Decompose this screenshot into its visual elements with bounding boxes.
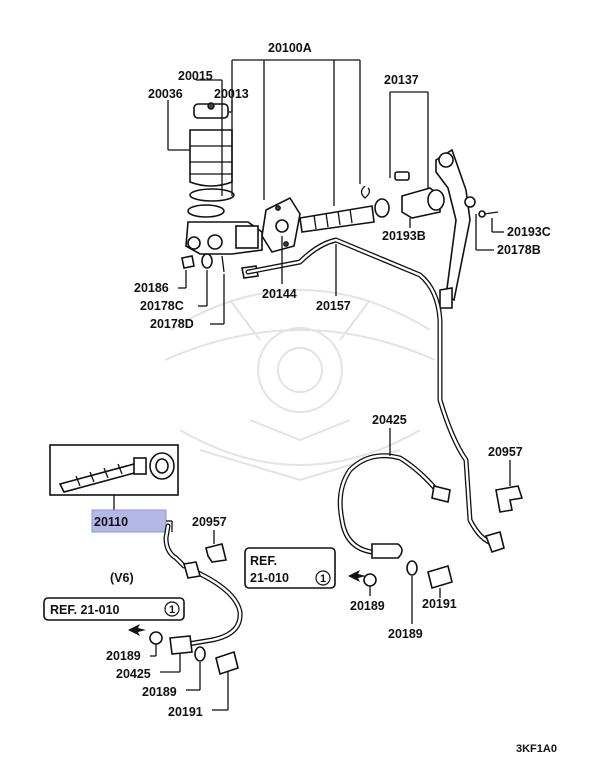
label-20193C: 20193C [507,225,551,239]
label-20186: 20186 [134,281,169,295]
label-20425-bottom: 20425 [116,667,151,681]
ref-right-line1: REF. [250,554,277,568]
label-20100A: 20100A [268,41,312,55]
diagram-code: 3KF1A0 [516,743,557,755]
label-20110: 20110 [94,515,128,529]
label-20015: 20015 [178,69,213,83]
clutch-tube-20157 [245,237,505,554]
part-labels: 20100A 20015 20036 20013 20137 20193C 20… [94,41,551,719]
arrow-left-ref [128,624,146,636]
label-20189-b: 20189 [388,627,423,641]
label-20157: 20157 [316,299,351,313]
label-20957-right: 20957 [488,445,523,459]
label-20178B: 20178B [497,243,541,257]
ref-box-left: REF. 21-010 1 [43,597,185,621]
ref-box-right: REF. 21-010 1 [244,547,336,589]
ref-right-num: 1 [320,573,326,585]
label-20957-left: 20957 [192,515,227,529]
inset-box-20110 [49,444,179,510]
label-20144: 20144 [262,287,297,301]
label-20191-b: 20191 [168,705,203,719]
ref-left-num: 1 [169,604,175,616]
label-20178D: 20178D [150,317,194,331]
label-v6: (V6) [110,571,134,585]
watermark-emblem [164,289,436,482]
label-20178C: 20178C [140,299,184,313]
arrow-right-ref [348,570,366,582]
clip-20957-right [495,485,524,513]
clutch-hose-20425-right [337,453,453,590]
label-20189-d: 20189 [142,685,177,699]
clip-20957-left [205,543,227,563]
ref-right-line2: 21-010 [250,571,289,585]
label-20191-a: 20191 [422,597,457,611]
v6-tube-assembly [149,523,243,676]
leader-lines [150,59,511,711]
label-20193B: 20193B [382,229,426,243]
label-20189-a: 20189 [350,599,385,613]
ref-left-text: REF. 21-010 [50,603,120,617]
label-20013: 20013 [214,87,249,101]
label-20036: 20036 [148,87,183,101]
label-20137: 20137 [384,73,419,87]
label-20425-top: 20425 [372,413,407,427]
label-20189-c: 20189 [106,649,141,663]
master-cylinder-assembly [181,102,499,309]
